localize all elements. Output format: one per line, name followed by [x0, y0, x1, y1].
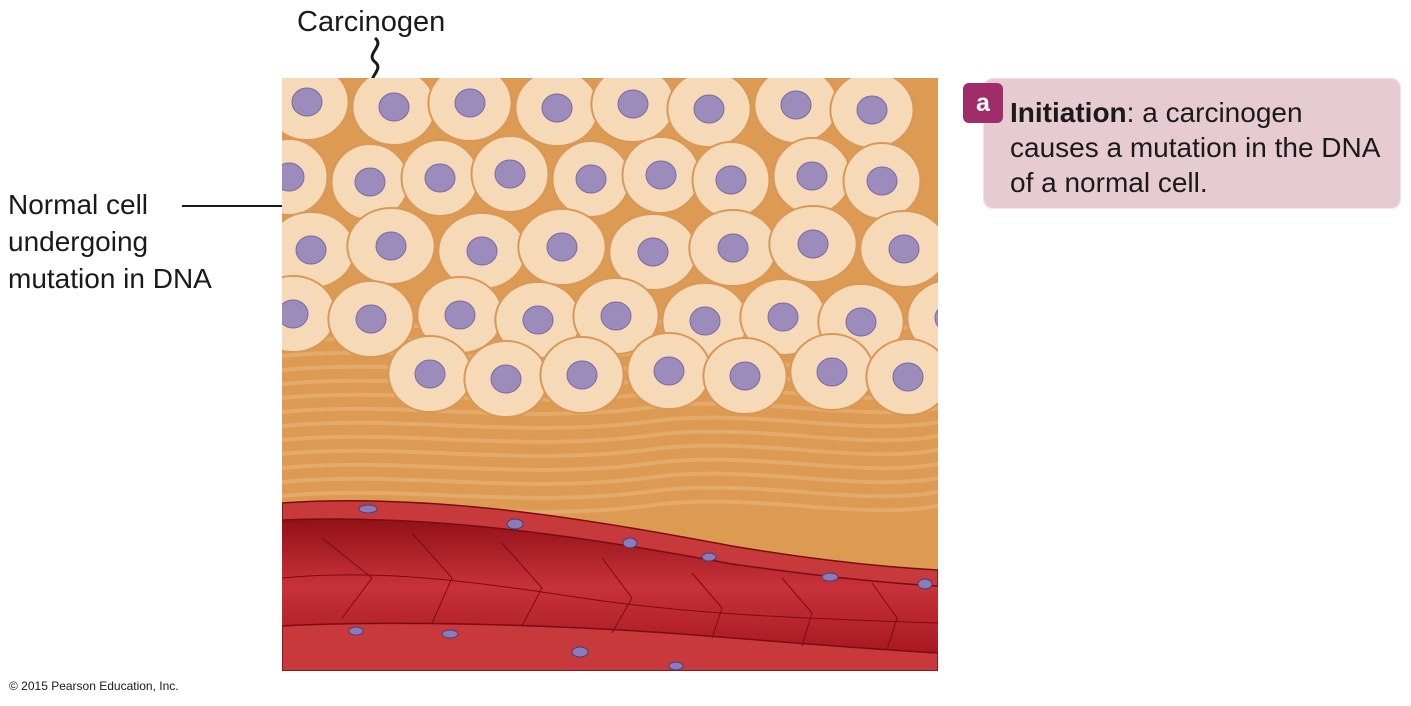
cell-nucleus: [466, 236, 498, 266]
connective-fiber: [282, 443, 938, 458]
step-a-badge: a: [963, 83, 1003, 123]
cell-nucleus: [653, 356, 685, 386]
cell-nucleus: [355, 304, 387, 334]
cell-nucleus: [617, 89, 649, 119]
cell-nucleus: [454, 88, 486, 118]
cell-nucleus: [715, 165, 747, 195]
cell-nucleus: [780, 90, 812, 120]
step-title: Initiation: [1010, 97, 1127, 128]
cell-nucleus: [797, 229, 829, 259]
connective-fiber: [282, 485, 938, 500]
cell-nucleus: [796, 161, 828, 191]
connective-fiber: [282, 401, 938, 416]
normal-cell-label: Normal cell undergoing mutation in DNA: [8, 189, 212, 294]
cell-nucleus: [934, 308, 938, 328]
cell-nucleus: [444, 300, 476, 330]
cell-nucleus: [282, 299, 309, 329]
cell-nucleus: [378, 92, 410, 122]
cell-nucleus: [645, 160, 677, 190]
cell-nucleus: [541, 93, 573, 123]
blood-vessel: [282, 500, 938, 671]
cell-nucleus: [816, 357, 848, 387]
cell-nucleus: [494, 159, 526, 189]
cell-nucleus: [490, 364, 522, 394]
tissue-illustration: [282, 78, 938, 671]
cell-nucleus: [522, 305, 554, 335]
copyright-notice: © 2015 Pearson Education, Inc.: [9, 679, 179, 693]
cell-nucleus: [637, 237, 669, 267]
step-a-box: [983, 78, 1401, 209]
cell-nucleus: [424, 163, 456, 193]
connective-fiber: [282, 415, 938, 430]
cell-nucleus: [575, 164, 607, 194]
cell-nucleus: [689, 306, 721, 336]
cell-nucleus: [729, 361, 761, 391]
connective-fiber: [282, 429, 938, 444]
connective-fiber: [282, 457, 938, 472]
cell-nucleus: [375, 231, 407, 261]
step-description: : a carcinogen causes a mutation in the …: [1010, 97, 1379, 198]
cell-nucleus: [892, 362, 924, 392]
cell-nucleus: [282, 162, 305, 192]
epithelial-cell: [906, 280, 938, 356]
cell-nucleus: [600, 301, 632, 331]
cell-nucleus: [693, 94, 725, 124]
step-a-text: Initiation: a carcinogen causes a mutati…: [1010, 95, 1390, 200]
carcinogen-label: Carcinogen: [297, 6, 446, 38]
cell-nucleus: [414, 359, 446, 389]
cell-nucleus: [845, 307, 877, 337]
cell-nucleus: [291, 87, 323, 117]
cell-nucleus: [546, 232, 578, 262]
epithelial-cell: [282, 138, 329, 216]
epithelial-cells: [282, 78, 938, 418]
normal-cell-leader-line: [182, 205, 372, 207]
cell-nucleus: [856, 95, 888, 125]
connective-fiber: [282, 471, 938, 486]
cell-nucleus: [717, 233, 749, 263]
cell-nucleus: [295, 235, 327, 265]
cell-nucleus: [767, 302, 799, 332]
cell-nucleus: [866, 166, 898, 196]
cell-nucleus: [566, 360, 598, 390]
cell-nucleus: [888, 234, 920, 264]
cell-nucleus: [354, 167, 386, 197]
